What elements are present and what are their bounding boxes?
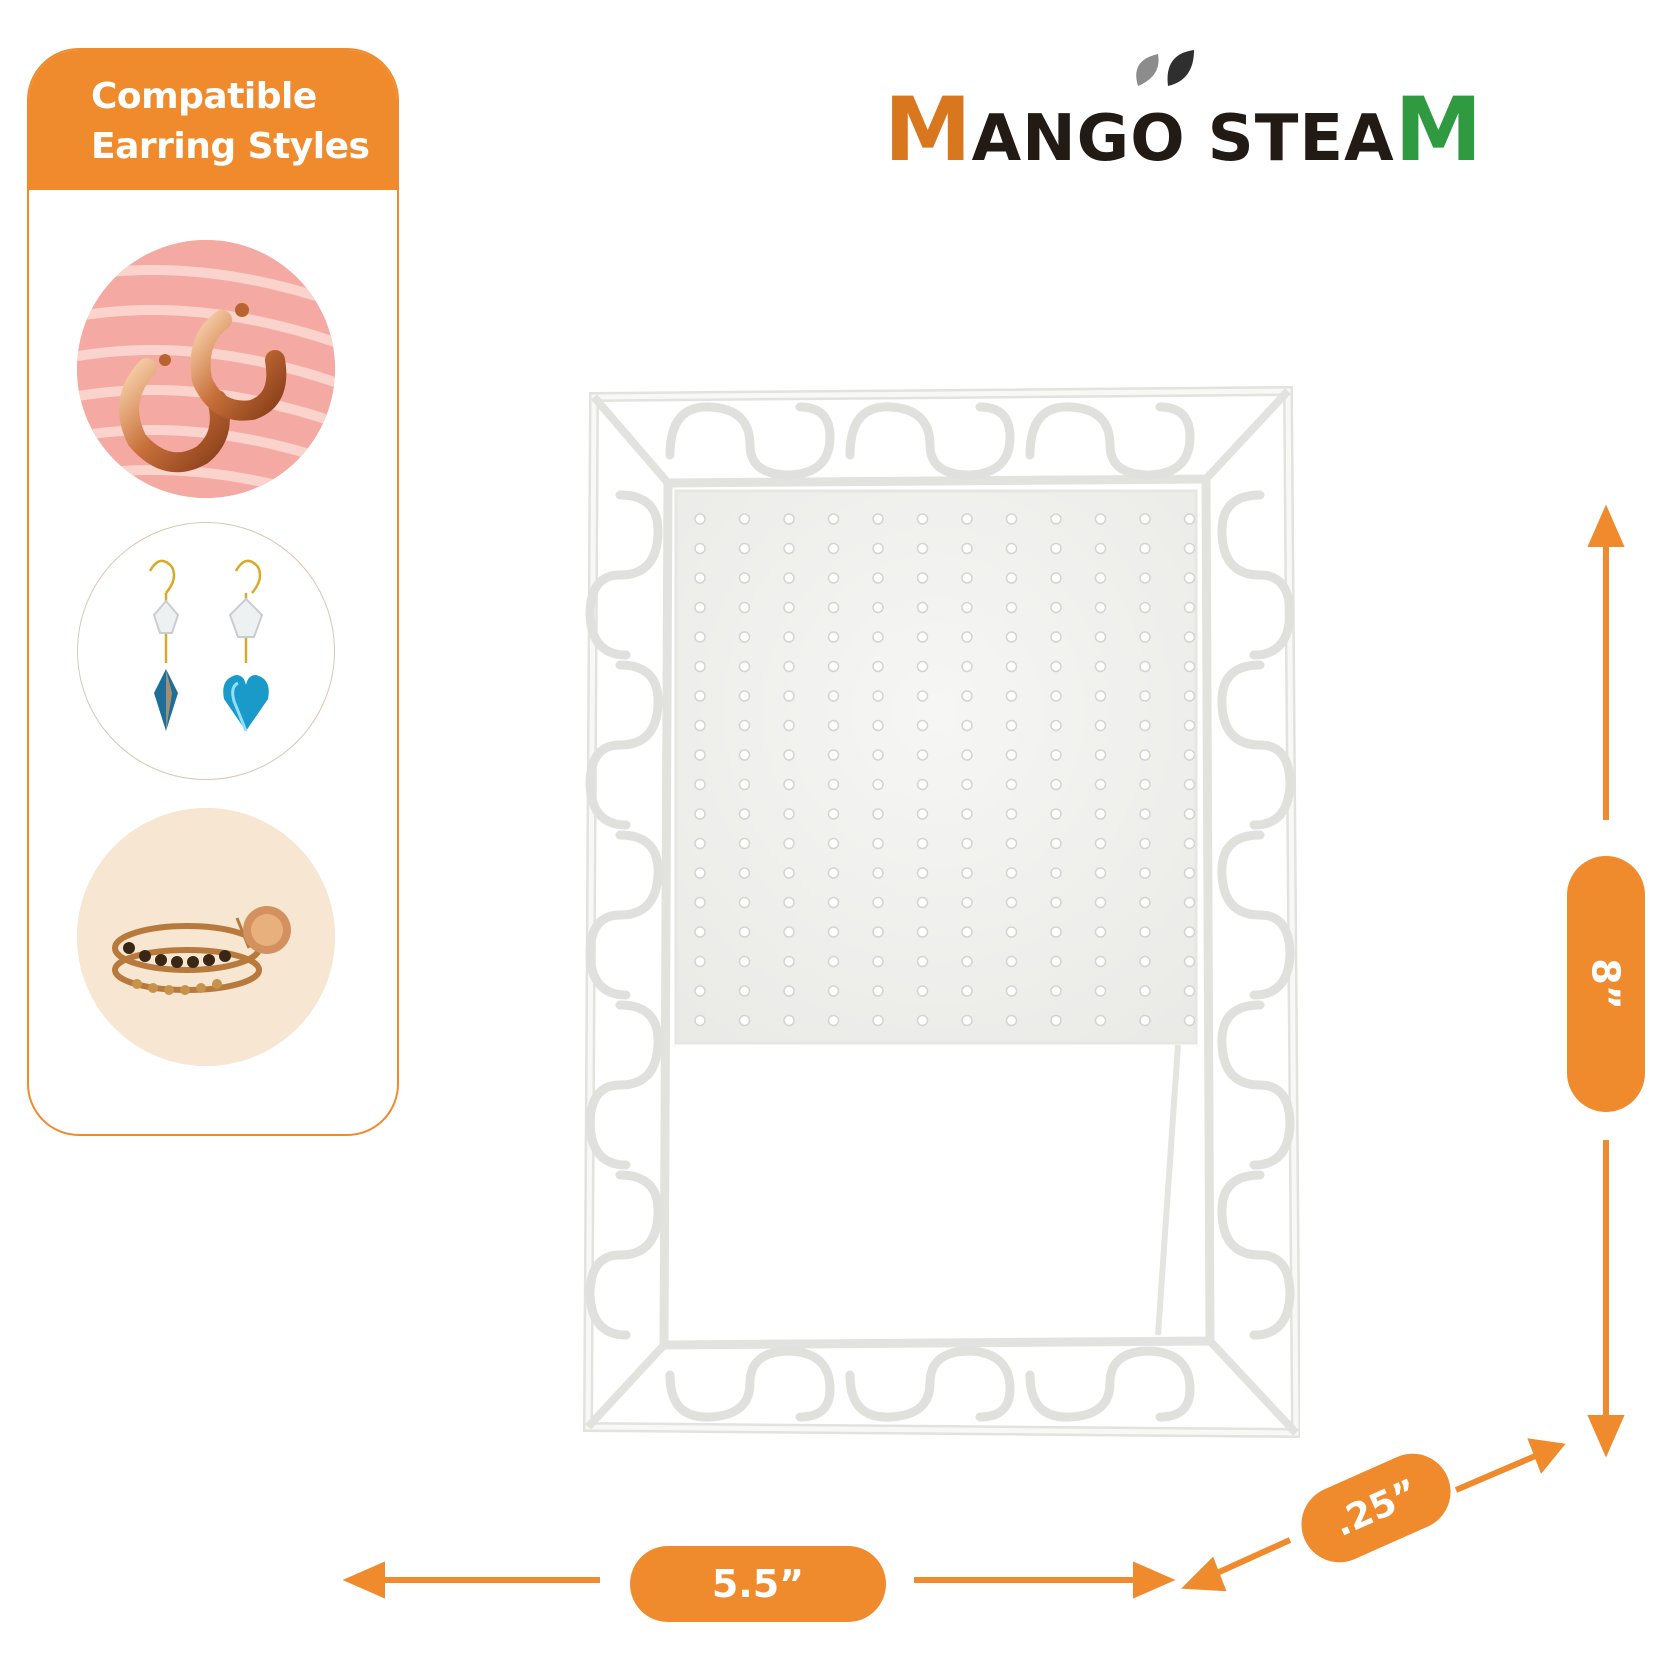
height-value: 8” [1583,958,1628,1010]
width-value: 5.5” [711,1562,805,1606]
width-label-pill: 5.5” [630,1546,886,1622]
compatible-styles-panel: Compatible Earring Styles [27,48,399,1136]
height-label-pill: 8” [1567,856,1645,1112]
hoop-earrings-photo [77,240,335,498]
panel-header: Compatible Earring Styles [29,50,397,190]
panel-title-line1: Compatible [91,76,317,117]
leaf-icon [1136,50,1194,86]
logo-ango: ANGO [971,102,1186,176]
depth-value: .25” [1327,1471,1425,1545]
drop-earrings-photo [77,522,335,780]
earring-holder-frame [582,385,1300,1439]
logo-stea: STEA [1207,102,1395,176]
logo-final-m: M [1394,78,1483,181]
depth-label-pill: .25” [1289,1441,1463,1575]
ear-cuff-photo [77,808,335,1066]
panel-title-line2: Earring Styles [91,126,370,167]
logo-initial-m: M [884,78,972,181]
